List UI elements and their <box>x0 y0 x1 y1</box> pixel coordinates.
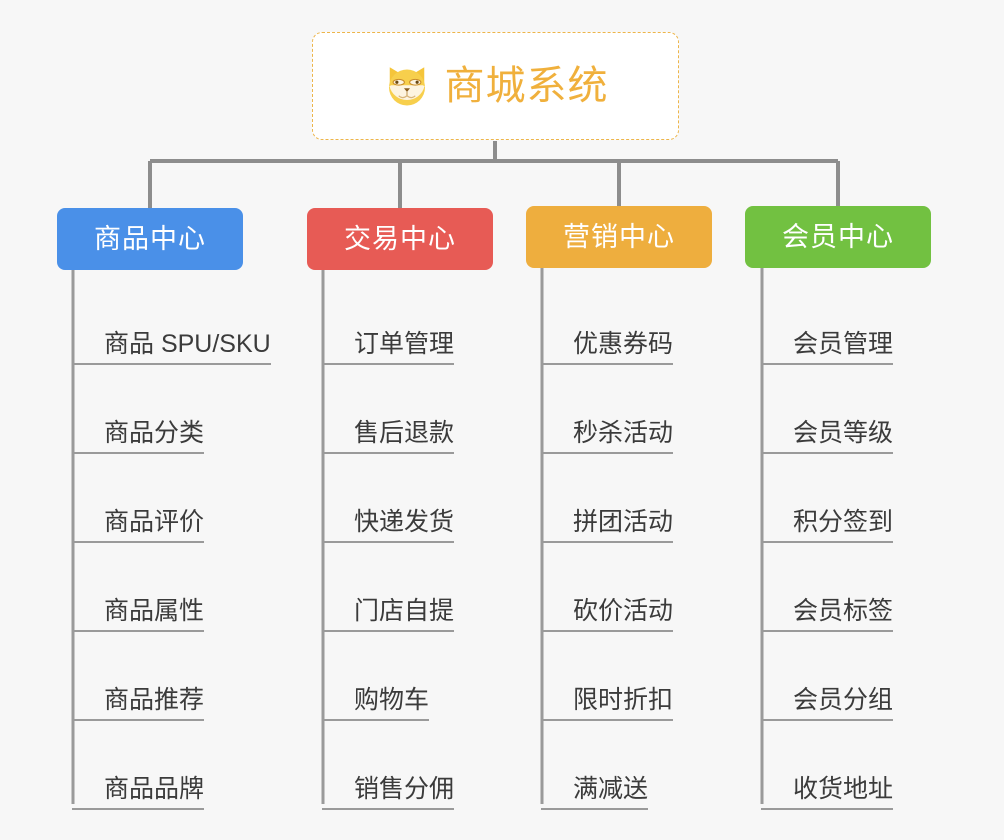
leaf-label: 满减送 <box>541 776 649 810</box>
leaf-item[interactable]: 会员标签 <box>761 543 894 632</box>
leaf-label: 快递发货 <box>322 509 455 543</box>
leaf-label: 砍价活动 <box>541 598 674 632</box>
leaf-label: 商品评价 <box>72 509 205 543</box>
leaf-label: 购物车 <box>322 687 430 721</box>
leaf-item[interactable]: 积分签到 <box>761 454 894 543</box>
leaf-item[interactable]: 会员等级 <box>761 365 894 454</box>
shiba-dog-icon <box>388 67 425 106</box>
leaf-item[interactable]: 商品分类 <box>72 365 271 454</box>
branch-label: 商品中心 <box>94 223 206 254</box>
leaf-column-member-center: 会员管理 会员等级 积分签到 会员标签 会员分组 收货地址 <box>761 276 894 810</box>
branch-label: 会员中心 <box>782 221 894 252</box>
leaf-item[interactable]: 销售分佣 <box>322 721 455 810</box>
leaf-label: 会员管理 <box>761 331 894 365</box>
leaf-label: 商品属性 <box>72 598 205 632</box>
leaf-item[interactable]: 商品品牌 <box>72 721 271 810</box>
leaf-item[interactable]: 会员管理 <box>761 276 894 365</box>
leaf-item[interactable]: 商品 SPU/SKU <box>72 276 271 365</box>
leaf-column-transaction-center: 订单管理 售后退款 快递发货 门店自提 购物车 销售分佣 <box>322 276 455 810</box>
leaf-label: 订单管理 <box>322 331 455 365</box>
leaf-label: 秒杀活动 <box>541 420 674 454</box>
leaf-label: 商品 SPU/SKU <box>72 331 271 365</box>
leaf-label: 门店自提 <box>322 598 455 632</box>
root-node[interactable]: 商城系统 <box>312 32 679 140</box>
leaf-item[interactable]: 快递发货 <box>322 454 455 543</box>
branch-label: 营销中心 <box>563 221 675 252</box>
leaf-label: 收货地址 <box>761 776 894 810</box>
leaf-item[interactable]: 收货地址 <box>761 721 894 810</box>
branch-node-transaction-center[interactable]: 交易中心 <box>307 208 493 270</box>
page-title: 商城系统 <box>444 64 609 108</box>
leaf-label: 拼团活动 <box>541 509 674 543</box>
leaf-label: 销售分佣 <box>322 776 455 810</box>
leaf-item[interactable]: 限时折扣 <box>541 632 674 721</box>
branch-node-member-center[interactable]: 会员中心 <box>745 206 931 268</box>
leaf-label: 积分签到 <box>761 509 894 543</box>
leaf-item[interactable]: 砍价活动 <box>541 543 674 632</box>
leaf-item[interactable]: 商品推荐 <box>72 632 271 721</box>
leaf-label: 优惠券码 <box>541 331 674 365</box>
leaf-item[interactable]: 商品属性 <box>72 543 271 632</box>
leaf-label: 会员标签 <box>761 598 894 632</box>
leaf-item[interactable]: 会员分组 <box>761 632 894 721</box>
leaf-item[interactable]: 门店自提 <box>322 543 455 632</box>
leaf-label: 会员等级 <box>761 420 894 454</box>
leaf-label: 商品品牌 <box>72 776 205 810</box>
leaf-column-marketing-center: 优惠券码 秒杀活动 拼团活动 砍价活动 限时折扣 满减送 <box>541 276 674 810</box>
leaf-item[interactable]: 满减送 <box>541 721 673 810</box>
leaf-label: 商品推荐 <box>72 687 205 721</box>
leaf-item[interactable]: 购物车 <box>322 632 454 721</box>
leaf-item[interactable]: 订单管理 <box>322 276 455 365</box>
leaf-label: 商品分类 <box>72 420 205 454</box>
branch-label: 交易中心 <box>344 223 456 254</box>
leaf-item[interactable]: 售后退款 <box>322 365 455 454</box>
leaf-label: 会员分组 <box>761 687 894 721</box>
leaf-label: 限时折扣 <box>541 687 674 721</box>
leaf-label: 售后退款 <box>322 420 455 454</box>
leaf-item[interactable]: 拼团活动 <box>541 454 674 543</box>
leaf-item[interactable]: 商品评价 <box>72 454 271 543</box>
leaf-column-product-center: 商品 SPU/SKU 商品分类 商品评价 商品属性 商品推荐 商品品牌 <box>72 276 271 810</box>
leaf-item[interactable]: 秒杀活动 <box>541 365 674 454</box>
branch-node-product-center[interactable]: 商品中心 <box>57 208 243 270</box>
branch-node-marketing-center[interactable]: 营销中心 <box>526 206 712 268</box>
leaf-item[interactable]: 优惠券码 <box>541 276 674 365</box>
